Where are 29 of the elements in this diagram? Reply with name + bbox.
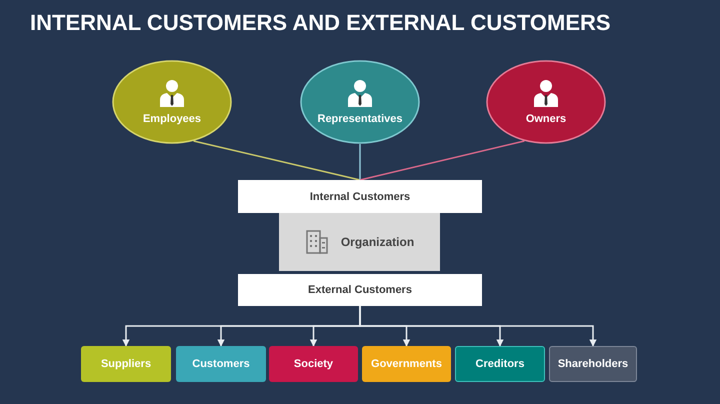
connector-line — [360, 140, 525, 181]
person-ellipse — [112, 60, 232, 144]
organization-box — [279, 213, 440, 271]
node-label: Suppliers — [100, 358, 152, 370]
category-box — [549, 346, 637, 382]
node-label: Organization — [340, 235, 414, 249]
category-box — [81, 346, 171, 382]
connector-line — [193, 140, 360, 181]
customer-box — [238, 180, 482, 213]
node-label: Owners — [526, 113, 566, 125]
connector-line — [359, 306, 597, 347]
node-label: Creditors — [476, 358, 524, 370]
connector-line — [359, 144, 361, 180]
node-label: Customers — [192, 358, 250, 370]
customer-box — [238, 274, 482, 306]
diagram-title: INTERNAL CUSTOMERS AND EXTERNAL CUSTOMERS — [30, 10, 611, 36]
node-label: External Customers — [308, 284, 412, 296]
node-label: Governments — [371, 358, 442, 370]
node-label: Internal Customers — [310, 190, 410, 202]
person-ellipse — [486, 60, 606, 144]
node-label: Shareholders — [558, 358, 628, 370]
node-label: Employees — [142, 113, 202, 125]
node-label: Representatives — [318, 113, 402, 125]
category-box — [455, 346, 545, 382]
category-box — [362, 346, 451, 382]
category-box — [176, 346, 266, 382]
person-ellipse — [300, 60, 420, 144]
node-label: Society — [294, 358, 334, 370]
category-box — [269, 346, 358, 382]
